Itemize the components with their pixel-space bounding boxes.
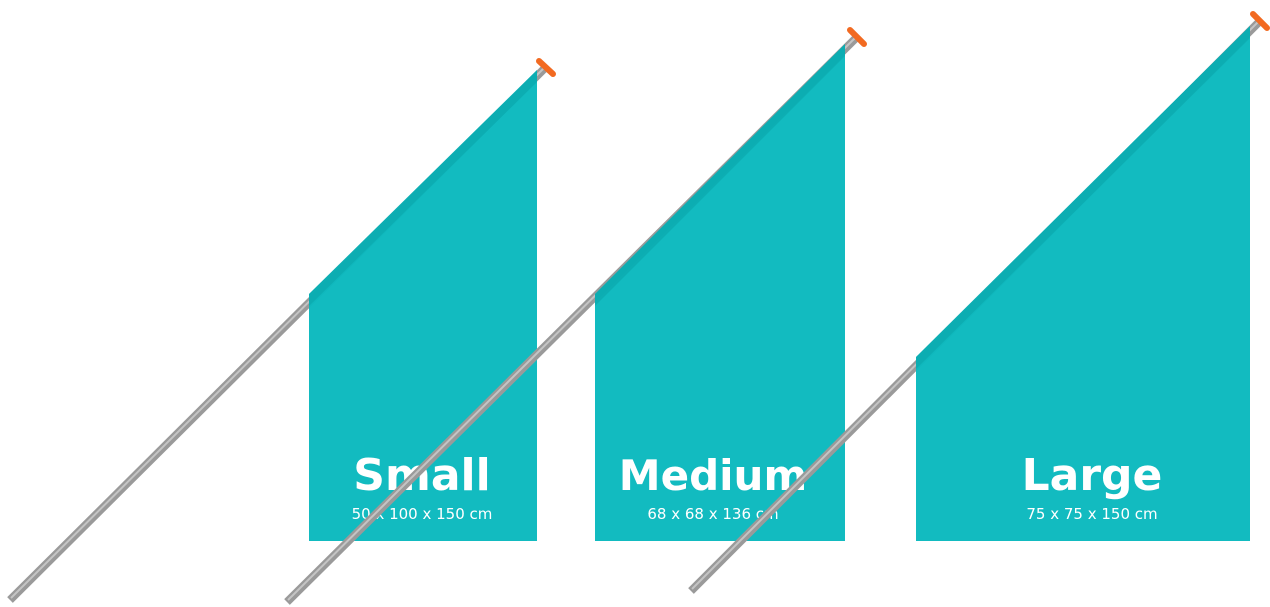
flag-medium-group: Medium 68 x 68 x 136 cm: [284, 27, 867, 605]
flag-small-banner: [309, 70, 537, 541]
flag-large-title: Large: [1022, 450, 1163, 501]
flag-medium-title: Medium: [619, 451, 807, 500]
flag-medium-hem: [595, 44, 845, 306]
flag-large-group: Large 75 x 75 x 150 cm: [688, 11, 1270, 594]
flag-medium-banner: [595, 44, 845, 541]
flag-large-pole-cap: [1250, 11, 1270, 31]
flag-small-hem: [309, 70, 537, 306]
flag-large-hem: [916, 26, 1250, 369]
flag-small-group: Small 50 x 100 x 150 cm: [7, 58, 556, 603]
flag-medium-pole-cap: [847, 27, 867, 47]
flag-small-dimensions: 50 x 100 x 150 cm: [352, 505, 493, 523]
flag-small-pole-cap: [536, 58, 556, 77]
flag-large-dimensions: 75 x 75 x 150 cm: [1026, 505, 1157, 523]
flag-large-banner: [916, 26, 1250, 541]
flag-medium-dimensions: 68 x 68 x 136 cm: [647, 505, 778, 523]
flag-small-title: Small: [353, 450, 490, 501]
